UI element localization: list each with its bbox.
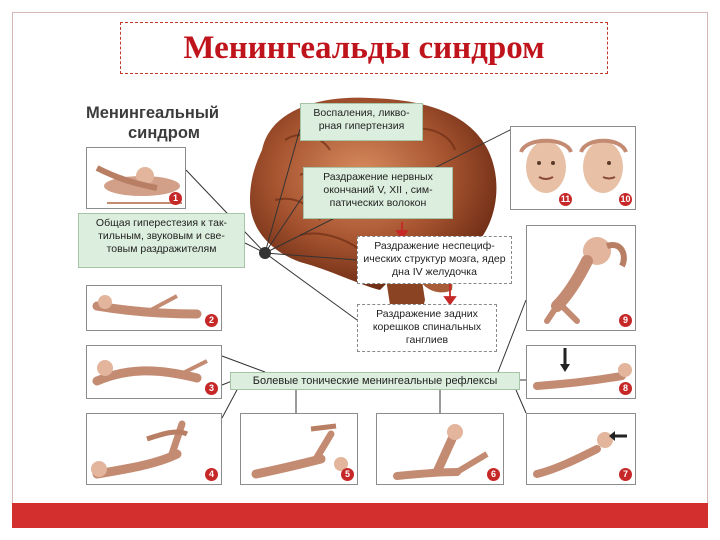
junction-dot: [259, 247, 271, 259]
panel-6: 6: [376, 413, 504, 485]
title-box: Менингеальды синдром: [120, 22, 608, 74]
figure-title-line1: Менингеальный: [86, 104, 220, 122]
sitting-figure: [393, 424, 489, 480]
panel-number-6: 6: [487, 468, 500, 481]
panel-number-5: 5: [341, 468, 354, 481]
neck-flexion-figure: [533, 431, 627, 478]
figure-title-line2: синдром: [128, 124, 200, 142]
panel-number-10: 10: [619, 193, 632, 206]
figure-title: Менингеальный синдром: [86, 103, 219, 143]
panel-4: 4: [86, 413, 222, 485]
panel-10-11: 11 10: [510, 126, 636, 210]
panel-8: 8: [526, 345, 636, 399]
supine-body-figure: [92, 294, 202, 319]
panel-number-7: 7: [619, 468, 632, 481]
label-meningeal-reflexes: Болевые тонические менингеальные рефлекс…: [230, 372, 520, 390]
panel-3: 3: [86, 345, 222, 399]
knee-test-figure: [251, 423, 348, 479]
pressure-test-figure: [533, 348, 632, 390]
panel-number-3: 3: [205, 382, 218, 395]
panel-number-1: 1: [169, 192, 182, 205]
panel-1: 1: [86, 147, 186, 209]
label-nerve-irritation: Раздражение нервных окончаний V, XII , с…: [303, 167, 453, 219]
label-hyperesthesia: Общая гиперестезия к так-тильным, звуков…: [78, 213, 245, 268]
lying-child-figure: [95, 165, 182, 204]
panel-number-2: 2: [205, 314, 218, 327]
panel-number-9: 9: [619, 314, 632, 327]
panel-7: 7: [526, 413, 636, 485]
suspended-infant-figure: [544, 237, 627, 324]
label-inflammation: Воспаления, ликво-рная гипертензия: [300, 103, 423, 141]
bottom-bar: [12, 503, 708, 528]
panel-number-8: 8: [619, 382, 632, 395]
panel-number-11: 11: [559, 193, 572, 206]
arched-body-figure: [92, 359, 208, 386]
label-roots-irritation: Раздражение задних корешков спинальных г…: [357, 304, 497, 352]
panel-9: 9: [526, 225, 636, 331]
panel-2: 2: [86, 285, 222, 331]
faces-figure: [519, 138, 628, 193]
panel-number-4: 4: [205, 468, 218, 481]
panel-5: 5: [240, 413, 358, 485]
slide-title: Менингеальды синдром: [183, 29, 545, 66]
leg-raise-figure: [91, 420, 189, 479]
label-nonspecific-irritation: Раздражение неспециф-ических структур мо…: [357, 236, 512, 284]
